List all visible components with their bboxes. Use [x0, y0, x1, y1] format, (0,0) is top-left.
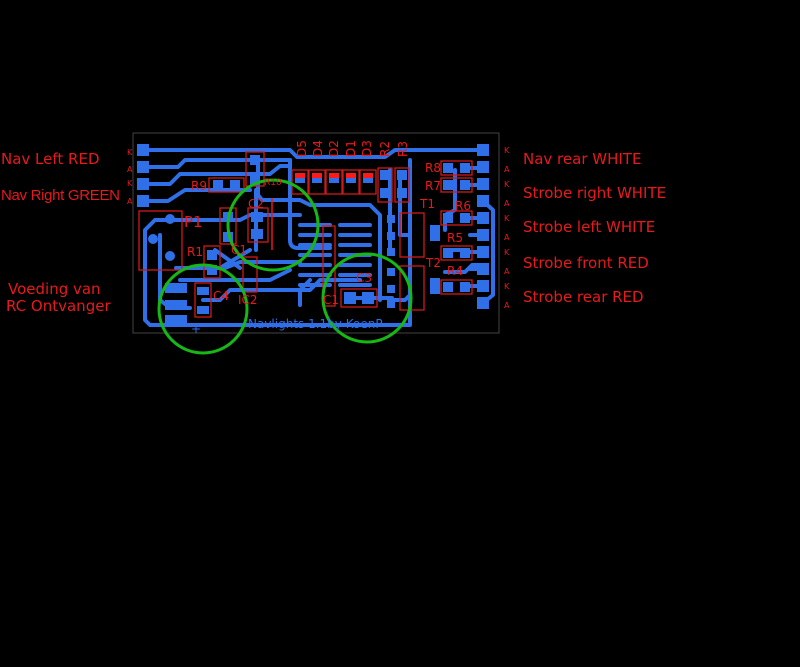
pin-label: K: [504, 282, 510, 291]
pin-label: K: [504, 146, 510, 155]
label-nav-right-green: Nav Right GREEN: [1, 187, 120, 204]
label-c1-b: C1: [323, 293, 339, 307]
label-d5: D5: [295, 140, 309, 157]
pin-label: A: [127, 197, 133, 206]
label-strobe-front-red: Strobe front RED: [523, 254, 649, 272]
pin-label: A: [504, 165, 510, 174]
label-c2: C2: [248, 197, 264, 211]
pin-label: A: [504, 267, 510, 276]
label-ic2: IC2: [238, 293, 258, 307]
board-title: Navlights 1.1by KoenP: [248, 317, 383, 331]
label-r9: R9: [191, 179, 207, 193]
mounting-circle: [226, 178, 320, 272]
label-strobe-rear-red: Strobe rear RED: [523, 288, 644, 306]
pin-label: K: [504, 214, 510, 223]
pin-label: A: [504, 301, 510, 310]
pin-label: A: [504, 199, 510, 208]
pin-label: A: [504, 233, 510, 242]
pads: [137, 144, 489, 325]
board-outline: [132, 132, 500, 334]
label-rc-ontvanger: RC Ontvanger: [6, 297, 111, 315]
label-t2: T2: [425, 256, 441, 270]
label-c1: C1: [231, 243, 247, 257]
label-voeding-van: Voeding van: [8, 280, 101, 298]
label-d1: D1: [344, 140, 358, 157]
label-c4: C4: [213, 289, 229, 303]
label-r5: R5: [447, 231, 463, 245]
label-d4: D4: [311, 140, 325, 157]
label-t1: T1: [419, 197, 435, 211]
label-r3: R3: [396, 141, 410, 157]
label-c3: C3: [356, 271, 372, 285]
label-nav-left-red: Nav Left RED: [1, 150, 100, 168]
label-d3: D3: [360, 140, 374, 157]
label-d2: D2: [327, 140, 341, 157]
label-r7: R7: [425, 179, 441, 193]
label-r4: R4: [447, 264, 463, 278]
pin-label: K: [504, 180, 510, 189]
component-outlines: [138, 151, 473, 318]
label-r2: R2: [378, 141, 392, 157]
pin-label: A: [127, 165, 133, 174]
label-strobe-right-white: Strobe right WHITE: [523, 184, 666, 202]
pin-label: K: [127, 179, 133, 188]
mounting-circle: [157, 263, 249, 355]
pin-label: K: [127, 148, 133, 157]
label-r10: R10: [264, 178, 282, 188]
pin-label: K: [504, 248, 510, 257]
label-r6: R6: [455, 199, 471, 213]
label-p1: P1: [184, 213, 203, 231]
mounting-circle: [321, 252, 413, 344]
label-r1: R1: [187, 245, 203, 259]
label-plus: +: [191, 322, 201, 336]
label-r8: R8: [425, 161, 441, 175]
label-nav-rear-white: Nav rear WHITE: [523, 150, 641, 168]
label-strobe-left-white: Strobe left WHITE: [523, 218, 655, 236]
